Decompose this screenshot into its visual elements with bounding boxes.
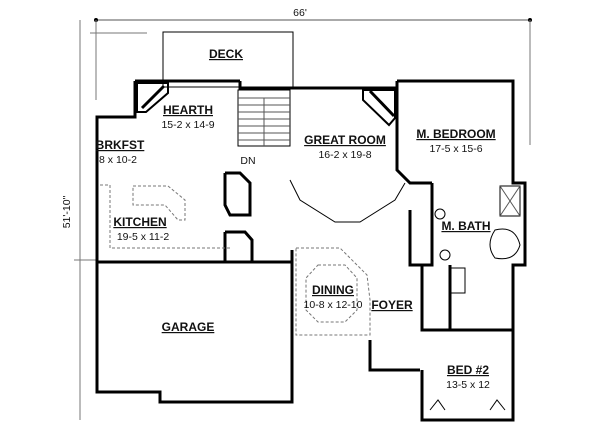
room-deck-label: DECK bbox=[209, 47, 243, 61]
room-m-bedroom-label: M. BEDROOM bbox=[416, 127, 495, 141]
room-kitchen-label: KITCHEN bbox=[113, 215, 166, 229]
dining-room-outline bbox=[295, 247, 371, 336]
room-m-bedroom-size: 17-5 x 15-6 bbox=[429, 143, 482, 155]
fireplace-great-room bbox=[362, 89, 396, 127]
room-m-bath-label: M. BATH bbox=[441, 219, 490, 233]
room-brkfst-label: BRKFST bbox=[96, 138, 145, 152]
interior-walls bbox=[97, 81, 513, 332]
exterior-walls bbox=[95, 79, 527, 422]
room-dining-label: DINING bbox=[312, 283, 354, 297]
deck-outline bbox=[162, 31, 294, 88]
room-kitchen-size: 19-5 x 11-2 bbox=[117, 231, 169, 243]
room-brkfst-size: 8 x 10-2 bbox=[99, 154, 137, 166]
room-hearth-label: HEARTH bbox=[163, 103, 213, 117]
width-dimension: 66' bbox=[293, 7, 307, 19]
fireplace-hearth bbox=[136, 82, 169, 113]
room-bed2-label: BED #2 bbox=[447, 363, 489, 377]
room-bed2-size: 13-5 x 12 bbox=[446, 379, 490, 391]
dimension-lines bbox=[74, 18, 532, 420]
bath-fixtures bbox=[434, 185, 521, 294]
room-great-room-label: GREAT ROOM bbox=[304, 133, 386, 147]
staircase[interactable] bbox=[237, 89, 291, 147]
room-garage-label: GARAGE bbox=[162, 320, 215, 334]
stairs-down-label: DN bbox=[240, 155, 255, 167]
bed2-window-bay bbox=[429, 399, 506, 411]
room-foyer-label: FOYER bbox=[371, 298, 413, 312]
room-great-room-size: 16-2 x 19-8 bbox=[318, 149, 371, 161]
depth-dimension: 51'-10" bbox=[61, 195, 73, 228]
room-dining-size: 10-8 x 12-10 bbox=[304, 299, 363, 311]
kitchen-counters bbox=[100, 184, 230, 249]
room-hearth-size: 15-2 x 14-9 bbox=[161, 119, 214, 131]
